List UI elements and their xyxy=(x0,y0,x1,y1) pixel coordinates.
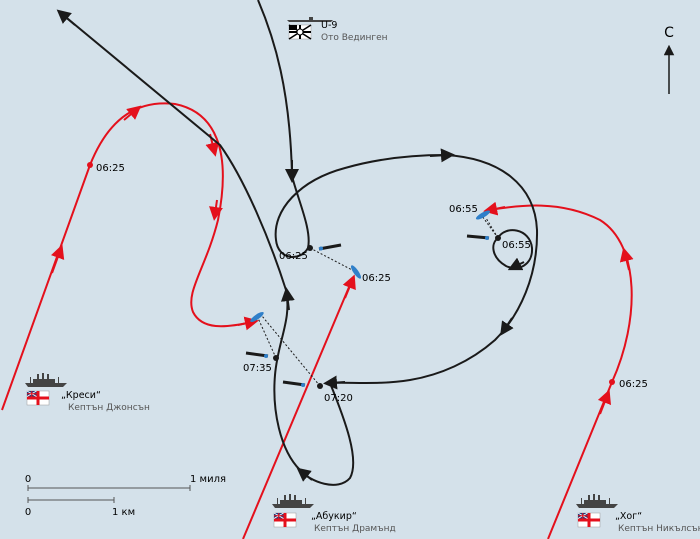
north-label: С xyxy=(664,25,674,41)
time-uboat-first: 06:25 xyxy=(279,251,308,262)
hog-arrow-3 xyxy=(483,201,506,216)
scale-km-label: 1 км xyxy=(112,507,135,518)
kresi-arrow-5 xyxy=(237,316,259,331)
scale-zero-bottom: 0 xyxy=(25,507,31,518)
british-ensign-icon xyxy=(273,512,297,528)
time-hog-attack-1: 06:55 xyxy=(449,204,478,215)
german-ensign-icon xyxy=(288,24,312,40)
hog-name: „Хог“ xyxy=(615,511,642,522)
uboat-arrow-loop-3 xyxy=(323,375,346,390)
kresi-name: „Креси“ xyxy=(61,390,101,401)
north-arrow: С xyxy=(663,25,675,94)
kresi-legend: „Креси“ Кептън Джонсън xyxy=(25,373,150,413)
time-hog-track: 06:25 xyxy=(619,379,648,390)
hog-position-0625 xyxy=(609,379,615,385)
abukir-track xyxy=(242,279,353,539)
kresi-captain: Кептън Джонсън xyxy=(68,403,150,413)
hog-legend: „Хог“ Кептън Никълсън xyxy=(576,494,700,534)
uboat-arrow-small-loop xyxy=(507,257,525,271)
uboat-arrow-loop-2 xyxy=(500,317,514,336)
uboat-arrow-exit-1 xyxy=(296,467,313,482)
abukir-arrow xyxy=(342,274,356,299)
hog-arrow-2 xyxy=(619,247,634,271)
scale-bar: 0 1 миля 0 1 км xyxy=(25,474,226,518)
uboat-arrow-exit-3 xyxy=(56,9,76,26)
kresi-arrow-1 xyxy=(51,244,65,274)
time-hog-attack-2: 06:55 xyxy=(502,240,531,251)
kresi-position-0625 xyxy=(87,162,93,168)
time-last-attack: 07:20 xyxy=(324,393,353,404)
abukir-legend: „Абукир“ Кептън Драмънд xyxy=(272,494,396,534)
time-abukir-hit: 06:25 xyxy=(362,273,391,284)
kresi-arrow-4 xyxy=(209,199,223,221)
uboat-track-exit xyxy=(61,13,355,486)
british-ensign-icon xyxy=(577,512,601,528)
uboat-track-loop xyxy=(274,153,539,384)
uboat-track-in xyxy=(257,0,293,176)
scale-zero-top: 0 xyxy=(25,474,31,485)
time-kresi-attack: 07:35 xyxy=(243,363,272,374)
sight-line-kresi-b xyxy=(261,315,321,387)
uboat-arrow-exit-2 xyxy=(280,287,295,311)
uboat-legend: U-9 Ото Вединген xyxy=(287,17,388,43)
sight-line-kresi-a xyxy=(257,317,277,359)
uboat-name: U-9 xyxy=(321,20,337,31)
torpedo-2 xyxy=(466,234,490,240)
torpedo-3 xyxy=(245,351,269,358)
kresi-position-hit xyxy=(250,311,264,323)
torpedo-1 xyxy=(318,243,342,251)
time-kresi-track: 06:25 xyxy=(96,163,125,174)
scale-mile-label: 1 миля xyxy=(190,474,226,485)
hog-captain: Кептън Никълсън xyxy=(618,524,700,534)
uboat-arrow-loop-1 xyxy=(429,148,455,163)
sight-line-abukir xyxy=(309,247,357,273)
uboat-captain: Ото Вединген xyxy=(321,33,388,43)
uboat-track-small-loop xyxy=(492,229,534,270)
abukir-captain: Кептън Драмънд xyxy=(314,524,396,534)
abukir-position-hit xyxy=(350,265,362,279)
abukir-name: „Абукир“ xyxy=(311,511,357,522)
british-ensign-icon xyxy=(26,390,50,406)
torpedo-4 xyxy=(282,380,306,387)
hog-position-hit xyxy=(475,210,491,220)
hog-track xyxy=(489,204,633,539)
kresi-arrow-2 xyxy=(123,105,142,121)
hog-arrow-1 xyxy=(597,389,611,415)
